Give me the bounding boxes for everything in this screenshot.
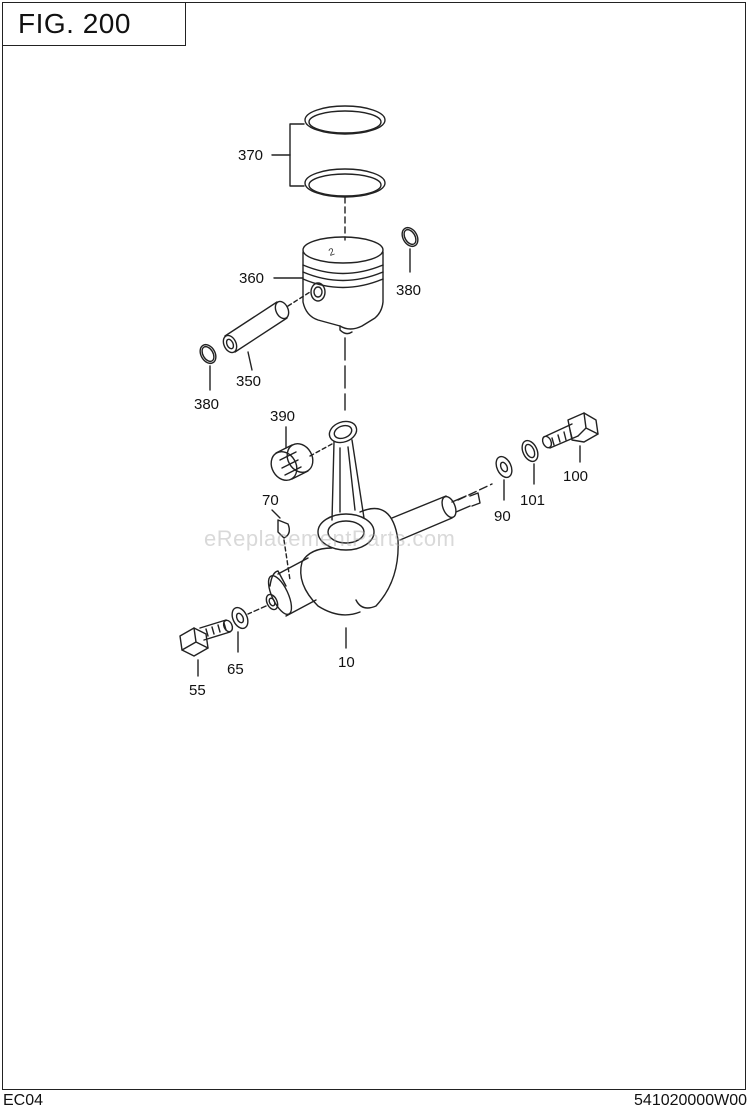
piston-pin[interactable] [221,291,311,355]
callout-70-leader [271,509,281,519]
footer-part-number: 541020000W00 [634,1092,747,1109]
washer-90[interactable] [493,454,515,480]
callout-360: 360 [239,270,264,287]
watermark: eReplacementParts.com [204,526,456,551]
callout-65: 65 [227,661,244,678]
callout-350: 350 [236,373,261,390]
drawing-frame [2,2,746,1090]
piston[interactable] [302,236,384,335]
callout-70: 70 [262,492,279,509]
callout-350-leader [247,351,253,371]
piston-ring-lower[interactable] [304,168,386,198]
callout-380-left: 380 [194,396,219,413]
woodruff-key[interactable] [277,519,291,581]
callout-370: 370 [238,147,263,164]
callout-90: 90 [494,508,511,525]
bolt-100[interactable] [541,412,599,449]
callout-100: 100 [563,468,588,485]
circlip-left[interactable] [197,342,219,366]
piston-marking: 2 [327,246,336,258]
circlip-right[interactable] [399,225,421,249]
spring-washer-101[interactable] [519,438,541,464]
callout-390: 390 [270,408,295,425]
washer-65[interactable] [229,605,251,631]
footer-model-code: EC04 [3,1092,44,1109]
figure-title: FIG. 200 [18,7,131,39]
piston-ring-upper[interactable] [304,105,386,135]
bolt-55[interactable] [179,619,234,657]
callout-101: 101 [520,492,545,509]
callout-55: 55 [189,682,206,699]
figure-title-box: FIG. 200 [2,2,186,46]
callout-370-leader [271,123,346,241]
crankshaft-assembly[interactable] [247,418,493,618]
callout-380-right: 380 [396,282,421,299]
needle-bearing[interactable] [266,439,333,485]
callout-10: 10 [338,654,355,671]
